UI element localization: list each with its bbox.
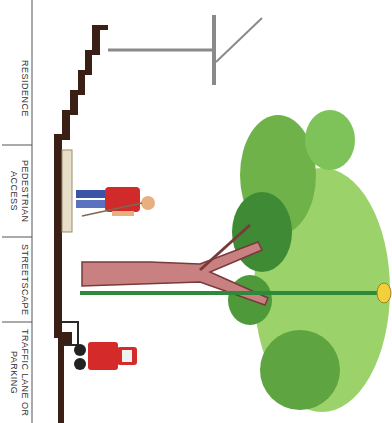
wheel — [74, 358, 86, 370]
canopy — [260, 330, 340, 410]
sidewalk — [62, 150, 72, 232]
car-cab — [117, 347, 137, 365]
tree-branch — [200, 225, 250, 270]
cane — [82, 203, 142, 216]
curb — [62, 322, 78, 345]
car-body — [88, 342, 118, 370]
lamp-post — [80, 291, 378, 295]
tree-trunk — [82, 242, 268, 305]
zone-tick — [2, 322, 32, 323]
car-window — [122, 350, 132, 362]
zone-label: PEDESTRIAN ACCESS — [2, 148, 30, 235]
zone-axis — [32, 0, 33, 423]
house-roof — [216, 18, 262, 62]
zone-tick — [2, 145, 32, 146]
leg — [76, 190, 106, 198]
leg — [76, 200, 106, 208]
lamp — [377, 283, 391, 303]
tree-canopy — [228, 110, 390, 412]
head — [141, 196, 155, 210]
pedestrian — [76, 187, 155, 216]
arm — [112, 211, 134, 216]
zone-label: TRAFFIC LANE OR PARKING — [2, 325, 30, 421]
canopy — [305, 110, 355, 170]
house-floor — [108, 49, 212, 52]
zone-label: RESIDENCE — [2, 35, 30, 143]
zone-tick — [2, 237, 32, 238]
house-wall — [212, 15, 216, 85]
car — [74, 342, 137, 370]
shirt — [105, 187, 140, 212]
zone-label: STREETSCAPE — [2, 240, 30, 320]
wheel — [74, 344, 86, 356]
